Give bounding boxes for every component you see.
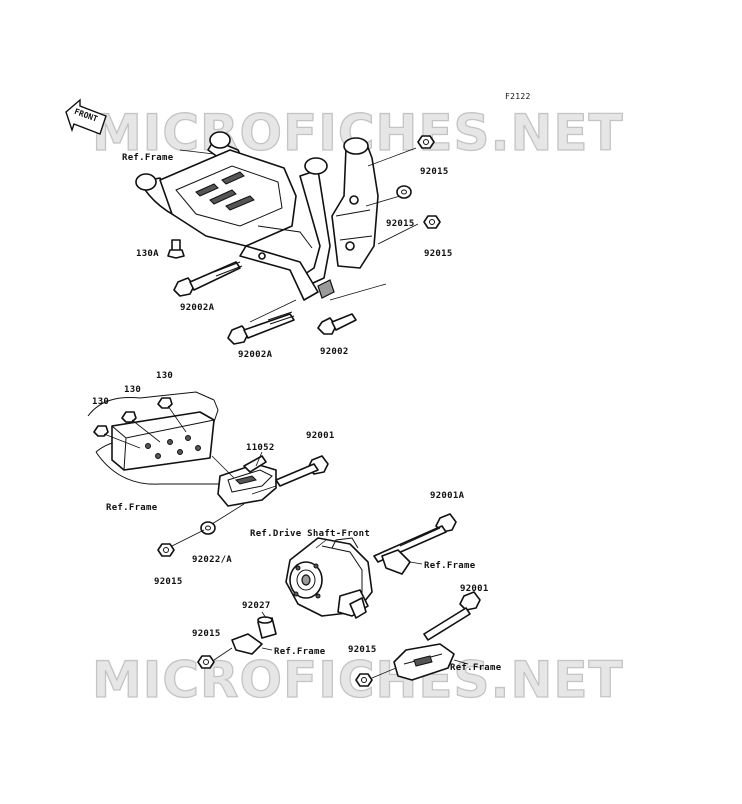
nut-92015-f <box>355 667 397 687</box>
label-130a: 130A <box>136 249 159 259</box>
bolt-92001-b <box>423 591 481 641</box>
nut-92015-e <box>197 647 233 669</box>
frame-tab-right <box>381 549 423 575</box>
label-92015-b: 92015 <box>386 219 415 229</box>
bolt-92002 <box>317 313 357 335</box>
bolt-130a <box>167 239 185 259</box>
watermark-bottom: MICROFICHES.NET <box>92 651 624 709</box>
frame-section <box>87 391 220 485</box>
label-92022a: 92022/A <box>192 555 232 565</box>
mount-bracket-bottom-right <box>393 643 469 681</box>
bolt-130-a <box>93 425 141 449</box>
label-92002: 92002 <box>320 347 349 357</box>
frame-tab-bottom-left <box>231 633 273 655</box>
label-ref-frame-mid: Ref.Frame <box>106 503 158 513</box>
label-92001a: 92001A <box>430 491 465 501</box>
label-ref-frame-right: Ref.Frame <box>424 561 476 571</box>
washer-92015-b <box>396 185 412 199</box>
label-92015-a: 92015 <box>420 167 449 177</box>
frame-guard-assembly <box>135 131 379 301</box>
label-92001-a: 92001 <box>306 431 335 441</box>
nut-92015-a <box>417 135 435 149</box>
label-92015-c: 92015 <box>424 249 453 259</box>
label-130-c: 130 <box>156 371 173 381</box>
label-92002a-1: 92002A <box>180 303 215 313</box>
label-130-a: 130 <box>92 397 109 407</box>
nut-92015-c <box>423 215 441 229</box>
label-ref-frame-top: Ref.Frame <box>122 153 174 163</box>
nut-92015-d <box>157 543 175 557</box>
label-11052: 11052 <box>246 443 275 453</box>
front-differential <box>285 537 373 619</box>
label-92002a-2: 92002A <box>238 350 273 360</box>
bolt-92001-a <box>251 455 329 495</box>
watermark-top: MICROFICHES.NET <box>92 104 624 162</box>
bolt-92002a-1 <box>173 261 243 297</box>
label-ref-drive-shaft: Ref.Drive Shaft-Front <box>250 528 370 539</box>
figure-code: F2122 <box>505 92 531 101</box>
label-92015-f: 92015 <box>348 645 377 655</box>
front-arrow-icon: FRONT <box>65 98 107 135</box>
label-92001-b: 92001 <box>460 584 489 594</box>
label-ref-frame-bottom-right: Ref.Frame <box>450 663 502 673</box>
label-92015-d: 92015 <box>154 577 183 587</box>
collar-92027 <box>257 611 277 639</box>
bolt-130-c <box>157 397 187 433</box>
label-92015-e: 92015 <box>192 629 221 639</box>
bolt-130-b <box>121 411 161 443</box>
label-92027: 92027 <box>242 601 271 611</box>
label-ref-frame-bottom: Ref.Frame <box>274 647 326 657</box>
bolt-92002a-2 <box>227 311 295 345</box>
label-130-b: 130 <box>124 385 141 395</box>
mount-bracket-11052 <box>211 451 277 507</box>
washer-92022a <box>200 521 216 535</box>
